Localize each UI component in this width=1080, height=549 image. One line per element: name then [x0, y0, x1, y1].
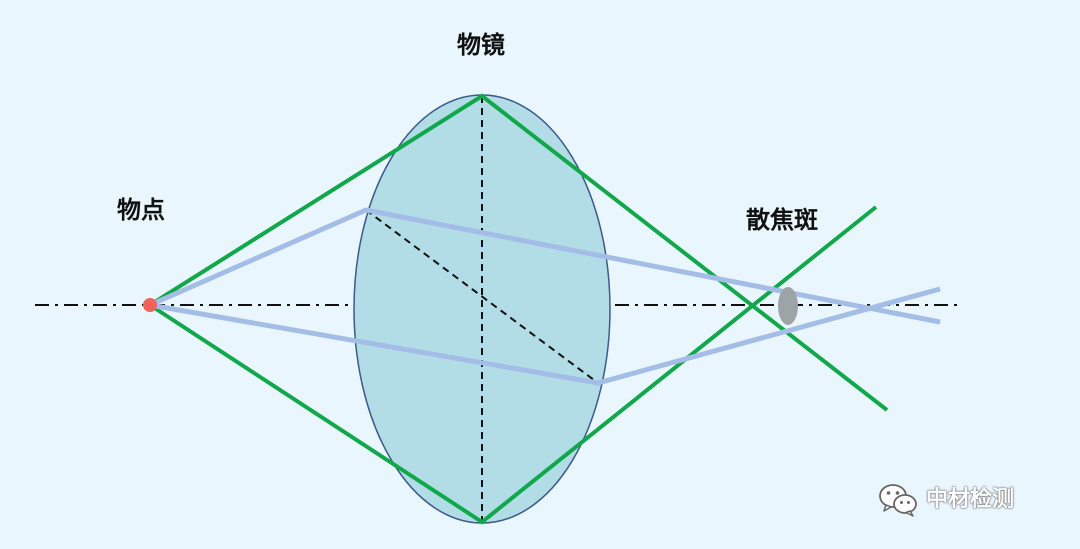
watermark: 中材检测 — [878, 482, 1014, 518]
object-point-label: 物点 — [117, 196, 165, 224]
lens-label: 物镜 — [457, 31, 505, 59]
blur-spot-label: 散焦斑 — [746, 206, 818, 234]
object-point — [143, 298, 157, 312]
watermark-text: 中材检测 — [926, 487, 1015, 512]
blue-ray-lower — [149, 286, 941, 386]
blur-spot — [778, 287, 798, 325]
wechat-icon — [879, 484, 917, 517]
green-ray-lower — [148, 205, 878, 525]
blue-ray-upper — [148, 207, 941, 325]
tilted-principal-plane — [365, 209, 599, 384]
